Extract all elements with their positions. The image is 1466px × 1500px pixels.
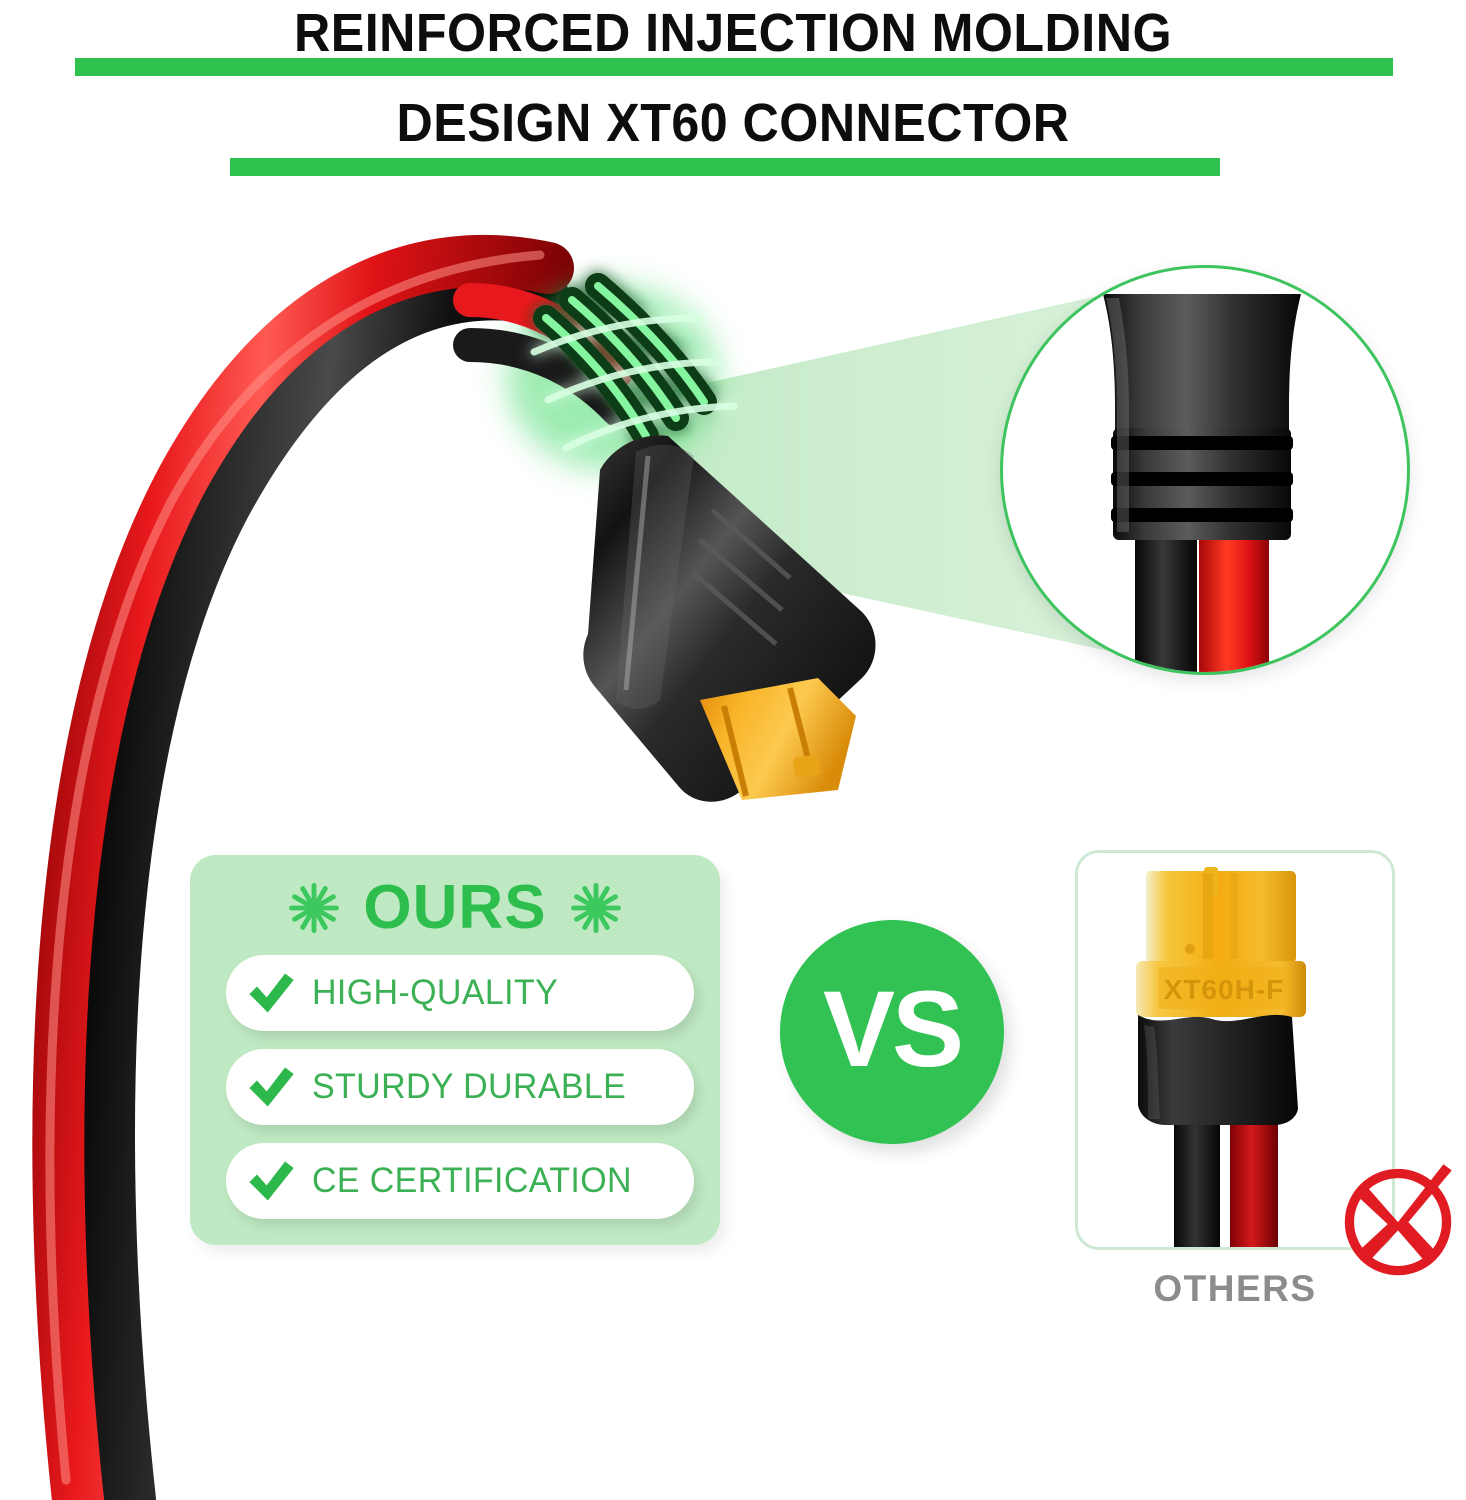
- list-item-label: CE CERTIFICATION: [312, 1161, 632, 1200]
- ours-comparison-panel: OURS: [190, 855, 720, 1245]
- list-item-label: STURDY DURABLE: [312, 1067, 627, 1106]
- magnified-boot-inset: [1000, 265, 1410, 675]
- crossed-x-circle-icon: [1344, 1164, 1452, 1276]
- others-comparison-card: XT60H-F: [1075, 850, 1395, 1250]
- ours-title: OURS: [363, 873, 547, 942]
- headline-underline-1: [75, 58, 1393, 76]
- list-item: CE CERTIFICATION: [226, 1143, 694, 1219]
- connector-marking-text: XT60H-F: [1164, 974, 1285, 1005]
- headline-line-1: REINFORCED INJECTION MOLDING: [294, 3, 1172, 63]
- check-icon: [249, 1161, 294, 1201]
- sparkle-icon: [570, 883, 621, 933]
- headline-block: REINFORCED INJECTION MOLDING DESIGN XT60…: [0, 0, 1466, 200]
- check-icon: [249, 973, 294, 1013]
- others-connector-illustration: XT60H-F: [1136, 867, 1306, 1247]
- list-item-label: HIGH-QUALITY: [312, 973, 559, 1012]
- vs-badge: VS: [780, 920, 1004, 1144]
- list-item: STURDY DURABLE: [226, 1049, 694, 1125]
- headline-line-2: DESIGN XT60 CONNECTOR: [396, 93, 1070, 153]
- ours-feature-list: HIGH-QUALITY STURDY DURABLE CE CERTIFICA…: [226, 955, 694, 1219]
- check-icon: [249, 1067, 294, 1107]
- inset-boot-illustration: [1103, 294, 1301, 672]
- ours-title-row: OURS: [190, 865, 720, 951]
- headline-underline-2: [230, 158, 1220, 176]
- vs-label: VS: [822, 968, 964, 1089]
- sparkle-icon: [289, 883, 340, 933]
- others-label: OTHERS: [1153, 1268, 1317, 1309]
- list-item: HIGH-QUALITY: [226, 955, 694, 1031]
